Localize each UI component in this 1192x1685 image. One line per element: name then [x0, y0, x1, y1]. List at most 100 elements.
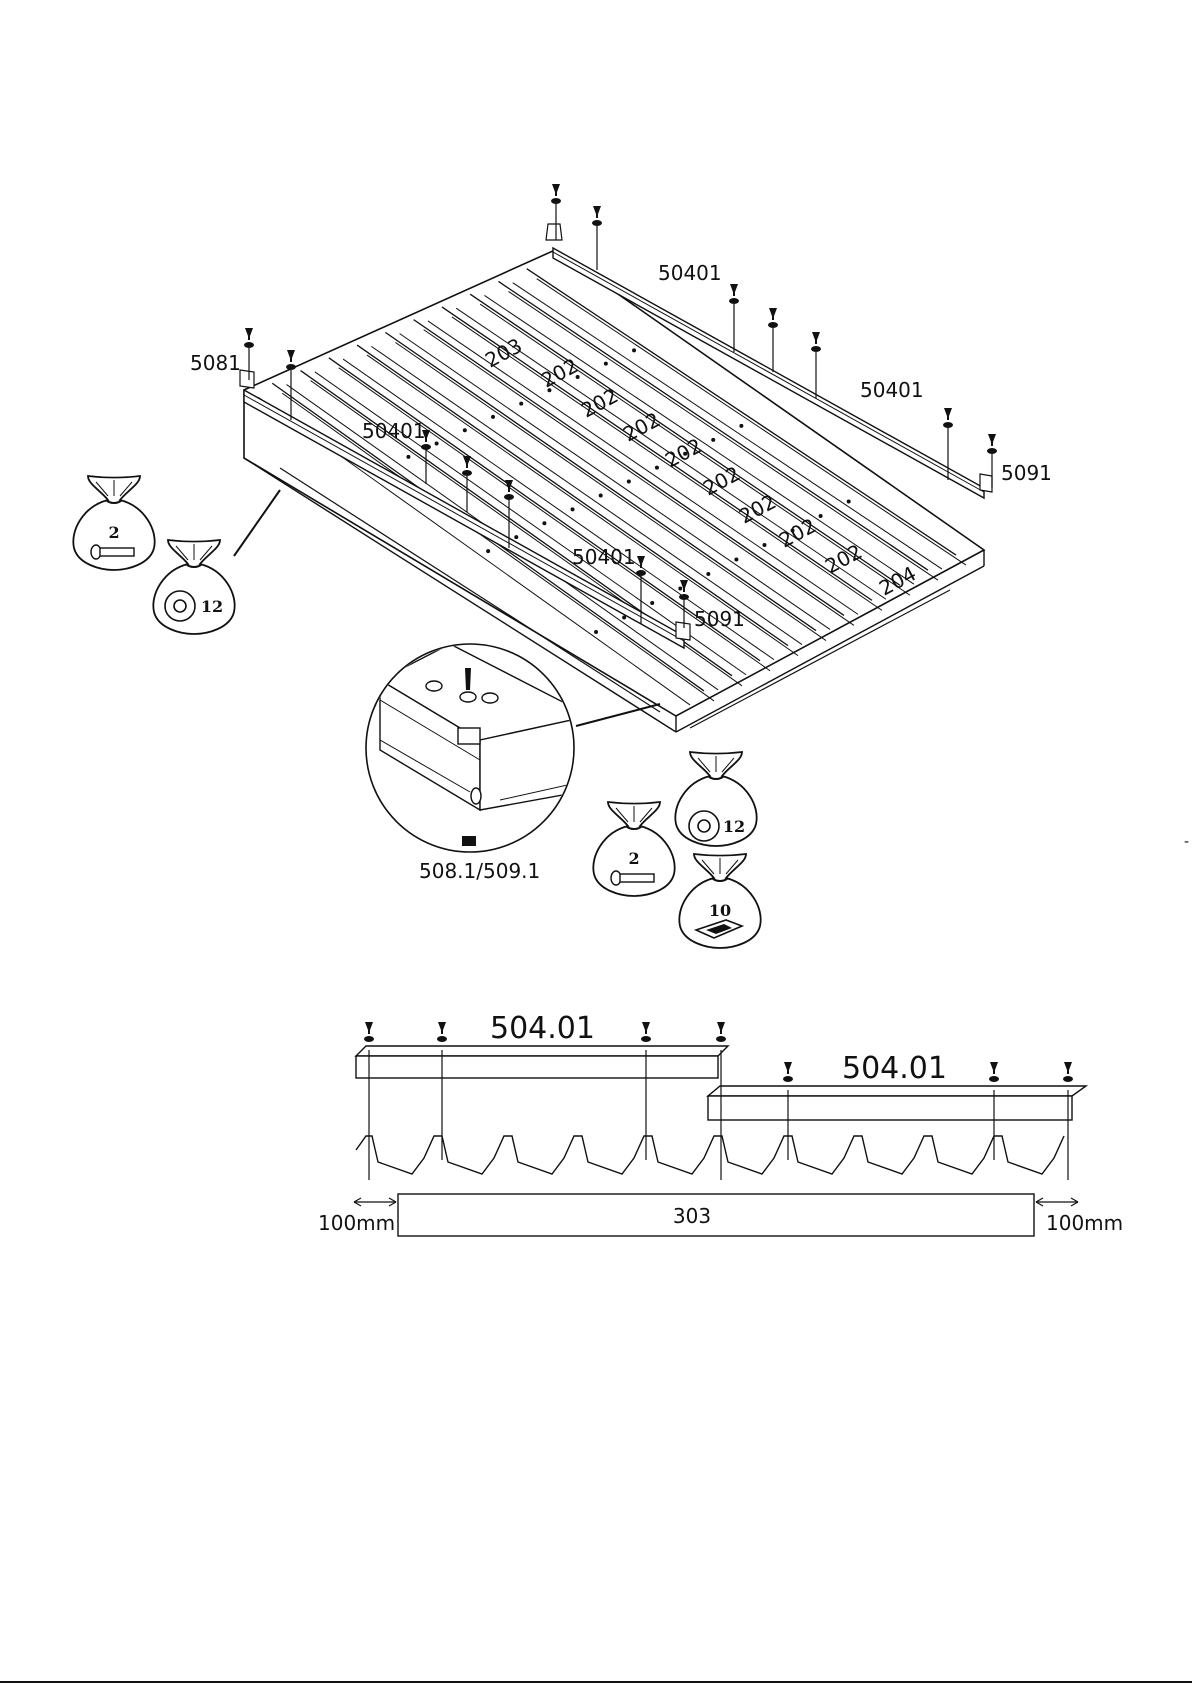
washer-icon: [943, 422, 953, 428]
panel-valley: [371, 346, 802, 644]
rail-right-front-face: [708, 1096, 1072, 1120]
corrugated-profile: [356, 1136, 1064, 1174]
screw-head: [812, 332, 820, 344]
detail-washer: [460, 692, 476, 702]
screw-icon: [462, 456, 472, 476]
panel-hole: [514, 535, 518, 539]
panel-hole: [847, 500, 851, 504]
rail-top-edge: [553, 252, 984, 492]
dim-left-label: 100mm: [318, 1211, 395, 1235]
bracket-5091-right: [980, 474, 992, 492]
panel-label-202: 202: [775, 513, 820, 552]
dimension-left: 100mm: [318, 1198, 396, 1235]
hardware-bag: 2: [593, 802, 674, 896]
rail-label-left: 504.01: [490, 1011, 595, 1046]
panel-label-202: 202: [821, 539, 866, 578]
rail-label-right: 504.01: [842, 1051, 947, 1086]
screw-icon: [783, 1062, 793, 1082]
screw-icon: [551, 184, 561, 204]
screw-head: [552, 184, 560, 196]
leader-detail: [576, 704, 660, 726]
panel-hole: [655, 466, 659, 470]
washer-icon: [716, 1036, 726, 1042]
washer-icon: [768, 322, 778, 328]
screw-head: [769, 308, 777, 320]
roof-assembly: 5081 50401 50401 50401 50401 5091 5091 2…: [190, 184, 1052, 732]
screw-head: [1064, 1062, 1072, 1074]
screw-head: [784, 1062, 792, 1074]
callout-50401-top: 50401: [658, 261, 722, 285]
washer-icon: [244, 342, 254, 348]
washer-icon: [641, 1036, 651, 1042]
screw-icon: [286, 350, 296, 370]
corner-detail: 508.1/509.1: [366, 644, 590, 883]
roof-outline: [244, 250, 984, 716]
detail-washer: [426, 681, 442, 691]
washer-icon: [286, 364, 296, 370]
hardware-bag: 2: [73, 476, 154, 570]
panel-hole: [819, 514, 823, 518]
screw-icon: [636, 556, 646, 576]
screw-icon: [768, 308, 778, 328]
callout-50401-left: 50401: [362, 419, 426, 443]
bag-count: 2: [108, 523, 119, 542]
screw-head: [365, 1022, 373, 1034]
detail-washer: [482, 693, 498, 703]
screw-head: [438, 1022, 446, 1034]
panel-valley: [400, 334, 830, 630]
panel-label-202: 202: [661, 433, 706, 472]
washer-icon: [364, 1036, 374, 1042]
panel-hole: [678, 587, 682, 591]
washer-icon: [165, 591, 195, 621]
callout-5091-right: 5091: [1001, 461, 1052, 485]
screw-icon: [729, 284, 739, 304]
callout-508-509: 508.1/509.1: [419, 859, 540, 883]
rail-right-top-face: [708, 1086, 1086, 1096]
washer-icon: [1063, 1076, 1073, 1082]
screw-icon: [244, 328, 254, 348]
callout-50401-mid: 50401: [572, 545, 636, 569]
washer-icon: [811, 346, 821, 352]
panel-hole: [627, 480, 631, 484]
panel-hole: [519, 402, 523, 406]
rail-left-top-face: [356, 1046, 728, 1056]
panel-hole: [632, 348, 636, 352]
screw-icon: [811, 332, 821, 352]
screw-head: [245, 328, 253, 340]
callout-5091-front: 5091: [694, 607, 745, 631]
margin-mark: -: [1184, 834, 1189, 850]
panel-hole: [734, 558, 738, 562]
screw-icon: [989, 1062, 999, 1082]
hardware-bag: 10: [679, 854, 760, 948]
washer-icon: [783, 1076, 793, 1082]
panel-label-204: 204: [875, 561, 920, 600]
screw-icon: [364, 1022, 374, 1042]
screw-icon: [1063, 1062, 1073, 1082]
panel-hole: [435, 442, 439, 446]
panel-hole: [594, 630, 598, 634]
panel-hole: [571, 507, 575, 511]
panel-hole: [739, 424, 743, 428]
bracket-5091-front: [676, 622, 690, 640]
panel-hole: [706, 572, 710, 576]
panel-hole: [406, 455, 410, 459]
screw-icon: [987, 434, 997, 454]
screw-head: [463, 456, 471, 468]
screw-head: [637, 556, 645, 568]
hardware-bag: 12: [675, 752, 756, 846]
panel-hole: [599, 493, 603, 497]
washer-icon: [504, 494, 514, 500]
screw-head: [988, 434, 996, 446]
panel-valley: [513, 283, 942, 569]
bag-count: 12: [201, 597, 223, 616]
washer-icon: [437, 1036, 447, 1042]
dim-right-label: 100mm: [1046, 1211, 1123, 1235]
screw-head: [717, 1022, 725, 1034]
hardware-bag: 12: [153, 540, 234, 634]
callout-5081: 5081: [190, 351, 241, 375]
bracket-5081-left: [240, 370, 254, 388]
washer-icon: [421, 444, 431, 450]
washer-icon: [679, 594, 689, 600]
screw-icon: [592, 206, 602, 226]
